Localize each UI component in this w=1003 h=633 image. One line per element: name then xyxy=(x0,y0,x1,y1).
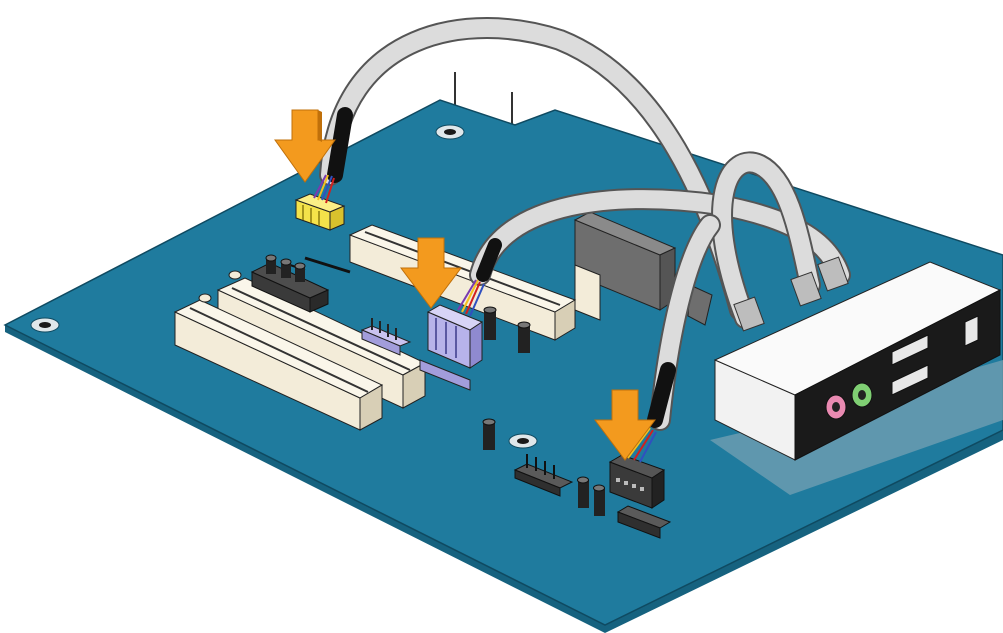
black-audio-header xyxy=(608,454,666,509)
mounting-holes xyxy=(30,124,538,449)
capacitors-mid xyxy=(482,306,605,516)
audio-jack-pink-icon xyxy=(825,394,847,420)
pin-header-black-base xyxy=(616,505,672,539)
audio-jack-green-icon xyxy=(851,382,873,408)
front-io-bracket xyxy=(713,261,1002,461)
pin-header-left xyxy=(360,318,412,356)
yellow-power-header xyxy=(294,193,346,231)
firewire-port-icon xyxy=(964,315,979,347)
purple-usb-header xyxy=(419,304,484,391)
slot-bottom xyxy=(173,299,384,431)
cables xyxy=(319,17,851,431)
slot-top xyxy=(348,224,577,341)
pin-header-lower xyxy=(513,454,574,497)
usb-port-icon xyxy=(891,334,929,396)
cable-ends xyxy=(313,107,849,463)
down-arrow-icon xyxy=(594,389,656,461)
expansion-slots xyxy=(173,224,577,431)
down-arrow-icon xyxy=(400,237,462,309)
down-arrow-icon xyxy=(274,109,336,183)
capacitors-top xyxy=(265,254,306,282)
